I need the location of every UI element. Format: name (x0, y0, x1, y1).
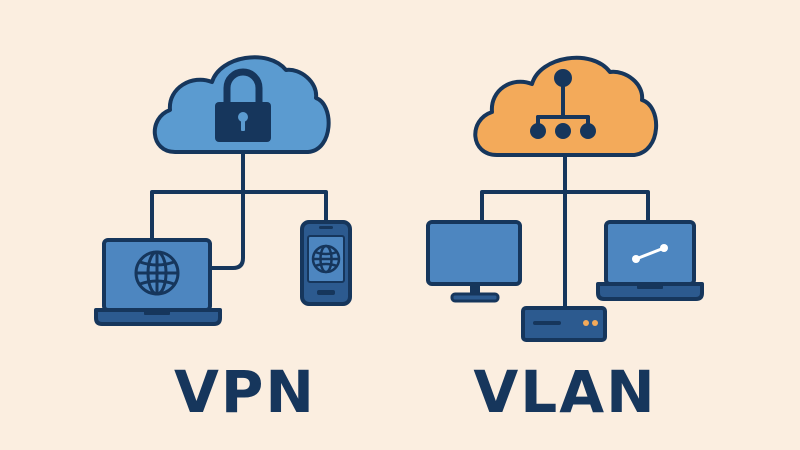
vpn-connections (150, 148, 328, 270)
vlan-diagram (426, 55, 704, 342)
vlan-label: VLAN (473, 358, 657, 426)
globe-icon (134, 250, 180, 296)
vlan-desktop-monitor (426, 220, 522, 303)
vpn-link-to-laptop (150, 190, 245, 242)
vpn-link-to-phone (241, 190, 328, 224)
lock-icon (215, 68, 271, 142)
vlan-link-to-monitor (480, 190, 567, 224)
vlan-cloud (473, 55, 658, 157)
link-icon (632, 244, 668, 263)
vpn-diagram (94, 55, 352, 326)
network-hierarchy-icon (530, 69, 596, 139)
vlan-laptop (596, 220, 704, 301)
vlan-connections (480, 153, 650, 310)
vlan-server (521, 306, 607, 342)
vlan-link-to-laptop (563, 190, 650, 224)
vpn-label: VPN (174, 358, 316, 426)
vpn-link-laptop-side (210, 190, 245, 270)
phone-globe-icon (311, 244, 341, 274)
